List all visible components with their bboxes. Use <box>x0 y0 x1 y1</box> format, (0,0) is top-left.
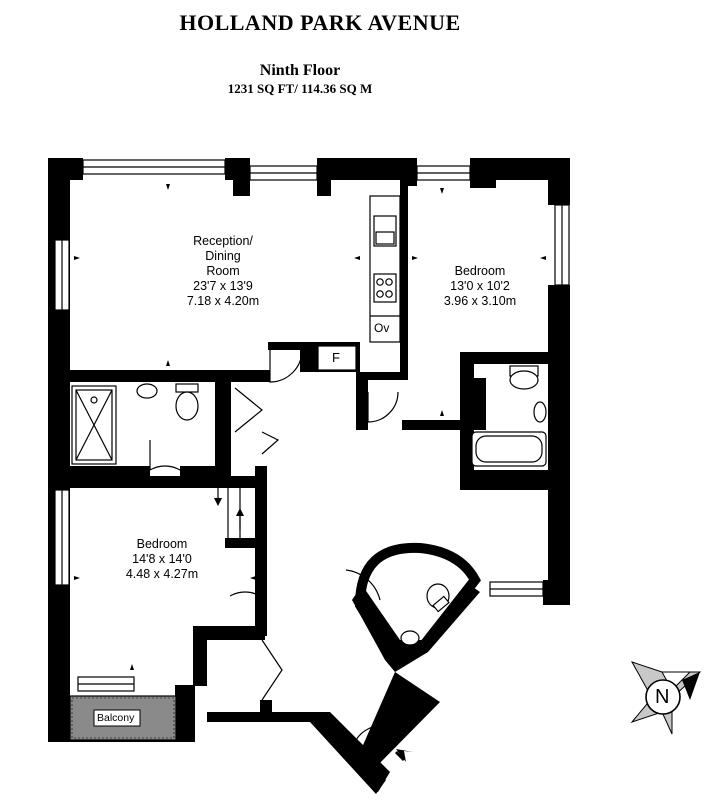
fridge-label: F <box>332 350 340 365</box>
bedroom1-label: Bedroom 13'0 x 10'2 3.96 x 3.10m <box>443 264 517 308</box>
compass-icon <box>630 661 702 735</box>
area-label: 1231 SQ FT/ 114.36 SQ M <box>227 81 373 96</box>
balcony <box>69 695 177 741</box>
dimension-markers <box>74 184 546 670</box>
compass-north-label: N <box>655 686 670 708</box>
wc-pod <box>354 542 481 667</box>
entrance-arrow-icon <box>394 749 413 762</box>
cupboard-arrows <box>214 498 244 516</box>
windows <box>54 159 570 692</box>
outer-walls <box>48 158 570 742</box>
floor-label: Ninth Floor <box>259 62 341 79</box>
bedroom2-label: Bedroom 14'8 x 14'0 4.48 x 4.27m <box>125 537 199 581</box>
oven-label: Ov <box>374 321 390 335</box>
balcony-label: Balcony <box>97 712 135 724</box>
plan-title: HOLLAND PARK AVENUE <box>179 10 461 35</box>
reception-label: Reception/ Dining Room 23'7 x 13'9 7.18 … <box>186 234 260 308</box>
bathroom-fixtures <box>71 365 547 646</box>
kitchen-units <box>317 195 401 371</box>
